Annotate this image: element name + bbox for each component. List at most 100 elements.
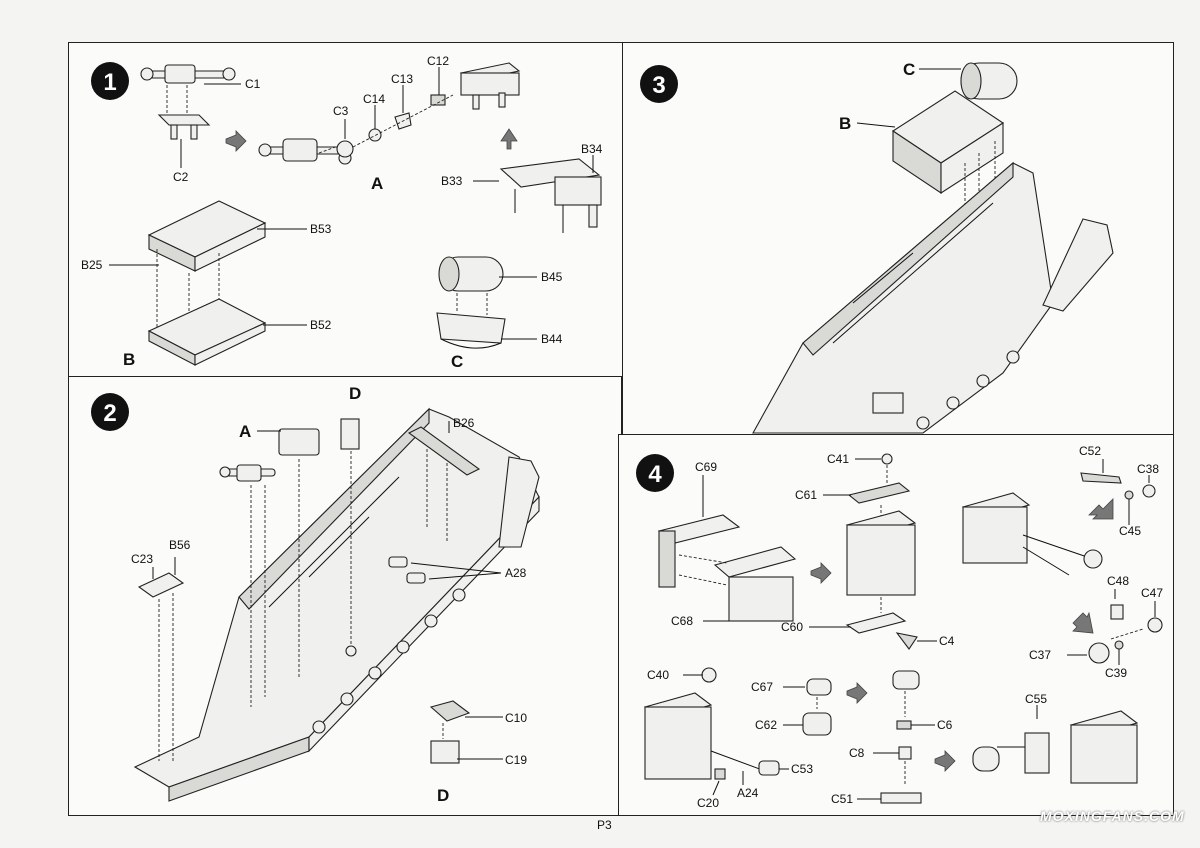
label-c13: C13 — [391, 72, 413, 86]
label-c68: C68 — [671, 614, 693, 628]
arrow-right-icon — [846, 682, 868, 704]
part-c14-gear — [368, 128, 382, 142]
part-c8 — [898, 746, 912, 760]
part-c47 — [1147, 617, 1163, 633]
hull-assembled — [752, 161, 1054, 434]
label-b53: B53 — [310, 222, 332, 236]
label-c40: C40 — [647, 668, 669, 682]
label-b52: B52 — [310, 318, 332, 332]
label-c39: C39 — [1105, 666, 1127, 680]
label-c37: C37 — [1029, 648, 1051, 662]
label-c23: C23 — [131, 552, 153, 566]
part-assembly-d — [340, 418, 360, 450]
subassembly-label-c: C — [451, 352, 463, 371]
label-c38: C38 — [1137, 462, 1159, 476]
step-1-panel: 1 C1 C2 — [68, 42, 624, 378]
hull-lower — [133, 407, 540, 802]
label-c61: C61 — [795, 488, 817, 502]
part-b52-base — [147, 298, 267, 366]
label-c6: C6 — [937, 718, 953, 732]
label-c55: C55 — [1025, 692, 1047, 706]
radiator-d-installed — [872, 392, 904, 414]
part-c12 — [430, 94, 446, 106]
part-c41 — [881, 453, 893, 465]
label-c19: C19 — [505, 753, 527, 767]
step-badge — [640, 65, 678, 103]
part-c19 — [430, 740, 460, 764]
subassembly-label-d-top: D — [349, 384, 361, 403]
step-badge — [91, 393, 129, 431]
step-2-diagram: 2 A — [91, 384, 540, 805]
label-c14: C14 — [363, 92, 385, 106]
arrow-up-icon — [500, 128, 518, 150]
label-b25: B25 — [81, 258, 103, 272]
part-fan-hub — [892, 670, 920, 690]
label-c4: C4 — [939, 634, 955, 648]
label-c69: C69 — [695, 460, 717, 474]
part-assembly-a — [219, 428, 320, 482]
label-a24: A24 — [737, 786, 759, 800]
label-b34: B34 — [581, 142, 603, 156]
part-a28-pair — [388, 556, 426, 584]
label-c41: C41 — [827, 452, 849, 466]
step-4-diagram: 4 C69 C68 C41 C61 — [636, 444, 1163, 810]
label-c10: C10 — [505, 711, 527, 725]
label-c3: C3 — [333, 104, 349, 118]
label-b44: B44 — [541, 332, 563, 346]
part-b53-top — [147, 200, 267, 272]
part-c60 — [845, 612, 907, 634]
step-badge — [91, 62, 129, 100]
step-3-diagram: 3 C B — [640, 60, 1114, 434]
hull-rear-plate — [1042, 218, 1114, 312]
label-c60: C60 — [781, 620, 803, 634]
part-c20 — [714, 768, 726, 780]
part-c69-block-half — [657, 514, 741, 588]
part-c6 — [896, 720, 912, 730]
label-c67: C67 — [751, 680, 773, 694]
part-assembly-b-box — [891, 90, 1005, 195]
part-engine-with-fan — [961, 492, 1103, 576]
label-a28: A28 — [505, 566, 527, 580]
label-c52: C52 — [1079, 444, 1101, 458]
subassembly-label-a: A — [371, 174, 383, 193]
part-c4 — [895, 632, 918, 650]
label-b45: B45 — [541, 270, 563, 284]
part-c23-b56-plate — [137, 572, 185, 598]
part-b44-cradle — [436, 312, 506, 349]
step-badge — [636, 454, 674, 492]
arrow-right-icon — [810, 562, 832, 584]
part-c68-block-half — [713, 546, 797, 622]
part-b26-rail — [407, 426, 481, 476]
part-c38 — [1142, 484, 1156, 498]
label-c53: C53 — [791, 762, 813, 776]
arrow-right-icon — [934, 750, 956, 772]
step-2-panel: 2 A — [68, 376, 622, 816]
step-1-diagram: 1 C1 C2 — [81, 54, 603, 371]
label-b56: B56 — [169, 538, 191, 552]
part-b45-tank — [438, 256, 504, 292]
label-c12: C12 — [427, 54, 449, 68]
part-b33-b34-frame — [499, 158, 602, 233]
step-4-panel: 4 C69 C68 C41 C61 — [618, 434, 1174, 816]
arrow-down-left-icon — [1088, 498, 1114, 520]
part-assembly-c-tank — [960, 62, 1018, 100]
part-engine-final — [972, 710, 1139, 784]
label-c48: C48 — [1107, 574, 1129, 588]
part-c48 — [1110, 604, 1124, 620]
part-engine-block — [845, 510, 917, 596]
label-b26: B26 — [453, 416, 475, 430]
part-c52 — [1080, 472, 1122, 484]
label-c2: C2 — [173, 170, 189, 184]
arrow-right-icon — [225, 130, 247, 152]
part-c61 — [847, 482, 911, 504]
part-c51 — [880, 792, 922, 804]
part-c10 — [429, 700, 471, 722]
step-number: 4 — [648, 461, 662, 488]
part-engine-block-a — [459, 62, 521, 110]
label-c45: C45 — [1119, 524, 1141, 538]
part-c67 — [806, 678, 832, 696]
hull-rear-plate — [498, 456, 540, 548]
label-c51: C51 — [831, 792, 853, 806]
step-3-panel: 3 C B — [622, 42, 1174, 436]
